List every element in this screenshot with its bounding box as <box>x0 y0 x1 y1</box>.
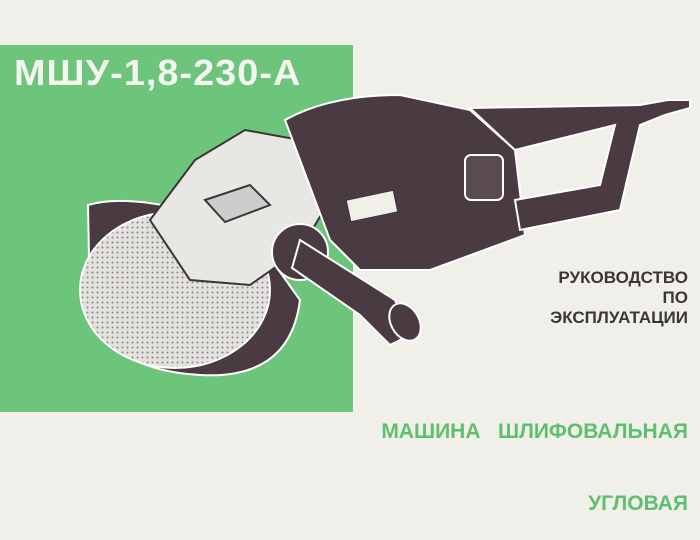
subtitle-line: ЭКСПЛУАТАЦИИ <box>550 308 688 327</box>
subtitle-line: ПО <box>662 288 688 307</box>
subtitle-line: РУКОВОДСТВО <box>558 268 688 287</box>
nameplate <box>345 189 399 223</box>
manual-subtitle: РУКОВОДСТВО ПО ЭКСПЛУАТАЦИИ <box>550 268 688 328</box>
product-line: МАШИНА ШЛИФОВАЛЬНАЯ <box>381 420 688 443</box>
motor-body <box>283 93 527 271</box>
product-line: УГЛОВАЯ <box>588 492 688 515</box>
rear-handle <box>467 99 691 232</box>
product-name: МАШИНА ШЛИФОВАЛЬНАЯ УГЛОВАЯ <box>381 372 688 540</box>
side-handle <box>290 238 412 347</box>
model-title: МШУ-1,8-230-А <box>14 52 302 93</box>
angle-grinder-illustration <box>79 93 691 377</box>
